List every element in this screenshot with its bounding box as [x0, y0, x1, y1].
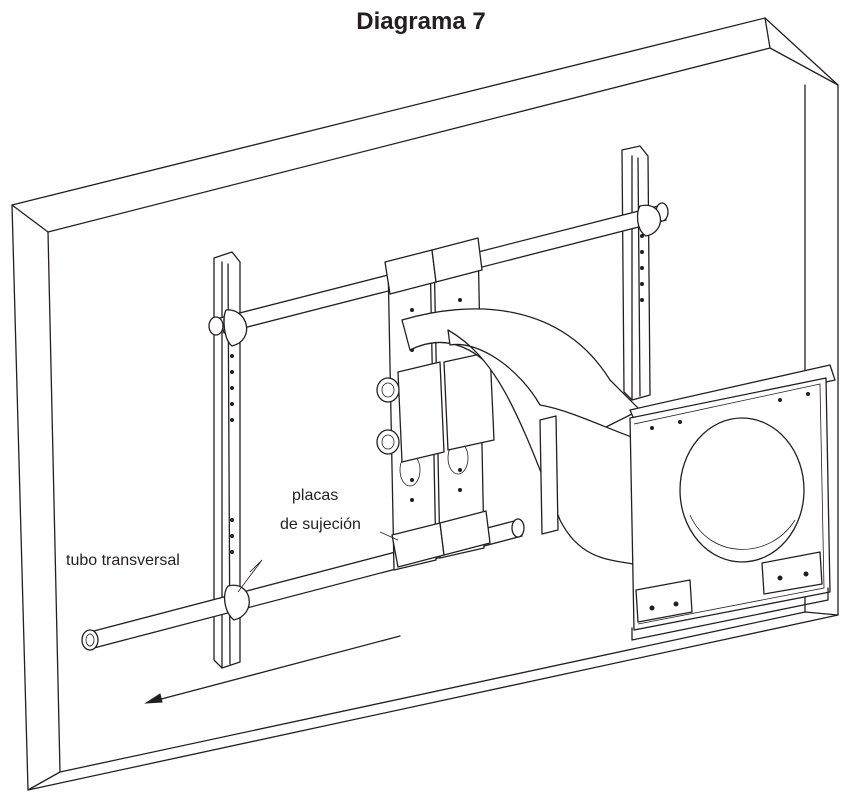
label-tubo-transversal: tubo transversal [66, 552, 180, 569]
arrow-left-icon [144, 635, 401, 704]
wall-plate [384, 237, 495, 571]
knob-icon [376, 377, 400, 455]
articulating-arm [401, 308, 641, 566]
tv-adapter-plate [629, 364, 836, 641]
right-rail-holes [640, 234, 644, 302]
label-de-sujecion: de sujeción [280, 516, 361, 533]
leader-lines [237, 531, 399, 593]
tv-panel [11, 17, 839, 791]
right-vertical-rail [621, 145, 651, 401]
label-placas: placas [292, 487, 338, 504]
diagram-title: Diagrama 7 [356, 8, 486, 35]
